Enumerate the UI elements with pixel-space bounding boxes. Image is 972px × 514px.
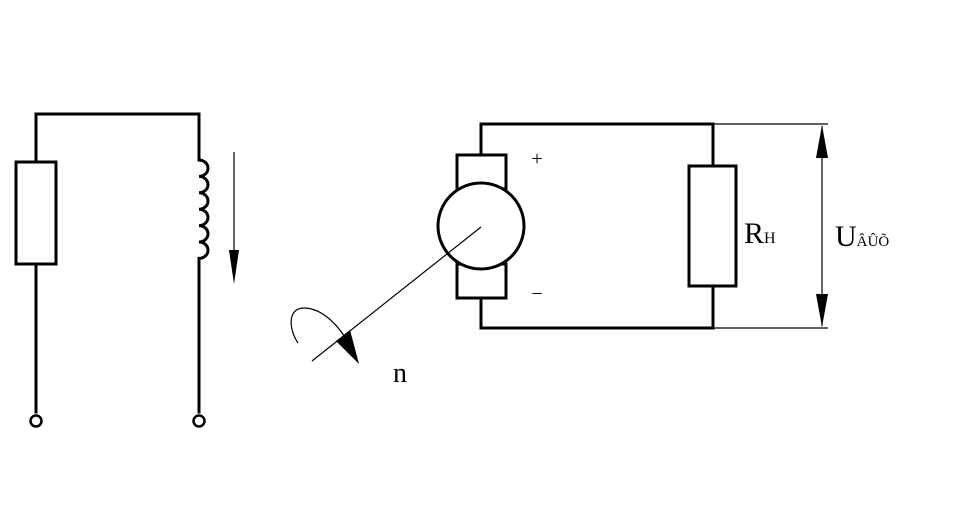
top-wire — [34, 112, 201, 162]
current-arrow-head — [229, 250, 239, 284]
generator-circuit: + − RH UÂÛÕ n — [290, 122, 889, 389]
minus-sign: − — [531, 283, 542, 305]
load-resistor — [687, 164, 738, 288]
plus-sign: + — [531, 148, 542, 170]
inductor-coil — [197, 158, 210, 414]
rotation-speed-label: n — [393, 358, 407, 389]
rotation-direction-arc — [290, 307, 351, 347]
output-voltage-label: UÂÛÕ — [835, 220, 889, 253]
rotation-arrow-head — [336, 330, 359, 364]
generator-bottom-wire — [479, 284, 715, 330]
left-terminal — [29, 414, 43, 428]
voltage-arrow-head-top — [816, 125, 828, 158]
armature — [436, 181, 526, 271]
load-resistor-label: RH — [744, 217, 776, 250]
excitation-circuit — [14, 112, 239, 428]
right-terminal — [192, 414, 206, 428]
voltage-arrow-head-bottom — [816, 294, 828, 327]
left-resistor — [14, 160, 58, 266]
load-resistor-label-sub: H — [764, 230, 776, 247]
output-voltage-label-sub: ÂÛÕ — [857, 233, 890, 250]
output-voltage-label-main: U — [835, 220, 857, 253]
generator-top-wire — [479, 122, 715, 168]
load-resistor-label-main: R — [744, 217, 764, 250]
